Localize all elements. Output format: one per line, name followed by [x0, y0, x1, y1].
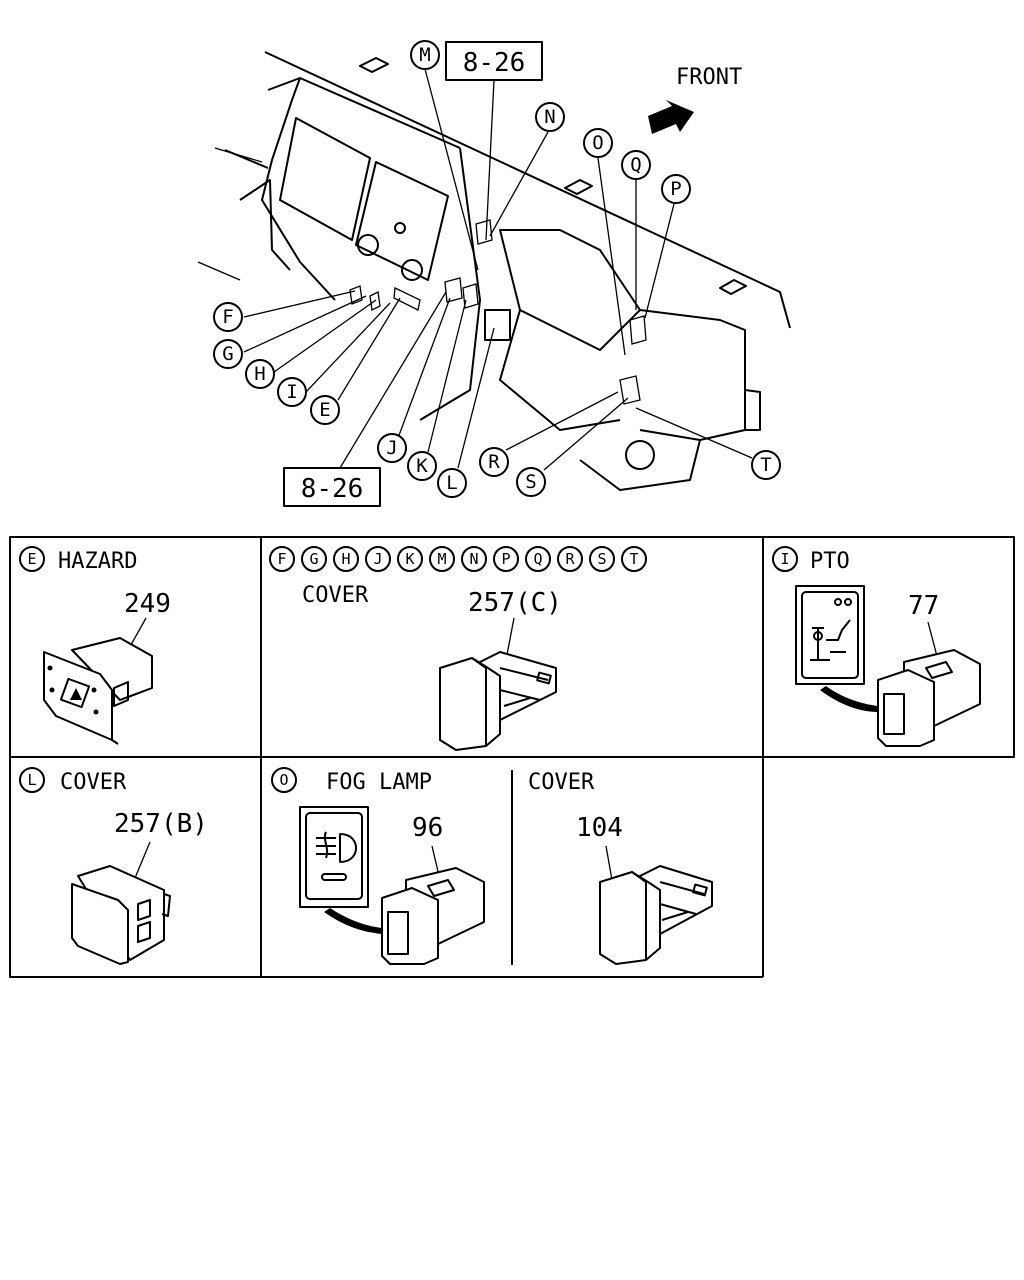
panel-cover-c: F G H J K M N P Q R S T COVER 257(C) [269, 546, 647, 751]
panel-hazard: E HAZARD 249 [19, 546, 171, 745]
cover-c-letter-4: J [373, 550, 382, 568]
front-label: FRONT [676, 65, 742, 90]
pto-part-number: 77 [908, 591, 939, 621]
cover-c-title: COVER [302, 583, 369, 608]
callout-O: O [583, 128, 613, 158]
hazard-title: HAZARD [58, 549, 137, 574]
panel-fog-lamp: O FOG LAMP 96 [271, 767, 485, 965]
cover-c-letter-1: F [277, 550, 286, 568]
callout-J: J [377, 433, 407, 463]
cover-b-title: COVER [60, 770, 127, 795]
callout-Q-label: Q [630, 154, 641, 176]
fog-lamp-part-number: 96 [412, 813, 443, 843]
callout-Q: Q [621, 150, 651, 180]
front-direction-arrow [648, 100, 694, 134]
callout-H-label: H [254, 363, 265, 385]
panel-cover-104: COVER 104 [528, 770, 713, 965]
callout-E: E [310, 395, 340, 425]
callout-G-label: G [222, 343, 233, 365]
hazard-switch-drawing [43, 637, 153, 745]
callout-R-label: R [488, 451, 500, 473]
callout-T-label: T [760, 454, 771, 476]
callout-H: H [245, 359, 275, 389]
callout-E-label: E [319, 399, 330, 421]
hazard-part-number: 249 [124, 589, 171, 619]
panel-cover-b: L COVER 257(B) [19, 767, 208, 965]
callout-F-label: F [222, 306, 233, 328]
cover-c-letter-8: P [501, 550, 510, 568]
callout-I-label: I [286, 381, 297, 403]
reference-box-bottom: 8-26 [283, 467, 381, 507]
callout-O-label: O [592, 132, 603, 154]
cover-104-drawing [599, 865, 713, 965]
cover-c-letter-11: S [597, 550, 606, 568]
callout-F: F [213, 302, 243, 332]
cover-c-letter-5: K [405, 550, 414, 568]
callout-T: T [751, 450, 781, 480]
callout-I: I [277, 377, 307, 407]
callout-M-label: M [419, 44, 430, 66]
fog-lamp-switch-drawing [381, 867, 485, 965]
hazard-letter: E [27, 550, 36, 568]
pto-letter: I [780, 550, 789, 568]
cover-c-letter-9: Q [533, 550, 542, 568]
reference-box-top: 8-26 [445, 41, 543, 81]
cover-104-title: COVER [528, 770, 595, 795]
cover-104-part-number: 104 [576, 813, 623, 843]
pto-switch-drawing [877, 649, 981, 747]
cover-c-drawing [439, 651, 557, 751]
dashboard-overview [197, 51, 791, 491]
callout-K-label: K [416, 455, 428, 477]
callout-L-label: L [446, 472, 457, 494]
cover-c-letter-7: N [469, 550, 478, 568]
callout-P-label: P [670, 178, 681, 200]
parts-table-grid [9, 536, 1015, 978]
callout-G: G [213, 339, 243, 369]
reference-box-top-label: 8-26 [463, 48, 526, 78]
pto-title: PTO [810, 549, 850, 574]
cover-b-letter: L [27, 771, 36, 789]
callout-N-label: N [544, 106, 555, 128]
leader-lines [243, 68, 753, 471]
fog-lamp-letter: O [279, 771, 288, 789]
panel-pto: I PTO 77 [772, 546, 981, 747]
callout-S: S [516, 467, 546, 497]
callout-L: L [437, 468, 467, 498]
cover-c-letters: F G H J K M N P Q R S T [269, 546, 647, 572]
callout-R: R [479, 447, 509, 477]
pto-symbol-plate [795, 585, 865, 685]
callout-N: N [535, 102, 565, 132]
reference-box-bottom-label: 8-26 [301, 474, 364, 504]
cover-c-letter-12: T [629, 550, 638, 568]
callout-P: P [661, 174, 691, 204]
fog-lamp-symbol-plate [299, 806, 369, 908]
callout-S-label: S [525, 471, 536, 493]
callout-J-label: J [386, 437, 397, 459]
cover-b-drawing [71, 865, 171, 965]
cover-c-letter-6: M [437, 550, 446, 568]
cover-c-part-number: 257(C) [468, 588, 562, 618]
fog-lamp-title: FOG LAMP [326, 770, 432, 795]
cover-c-letter-2: G [309, 550, 318, 568]
callout-K: K [407, 451, 437, 481]
cover-c-letter-10: R [565, 550, 575, 568]
cover-c-letter-3: H [341, 550, 350, 568]
cover-b-part-number: 257(B) [114, 809, 208, 839]
callout-M: M [410, 40, 440, 70]
